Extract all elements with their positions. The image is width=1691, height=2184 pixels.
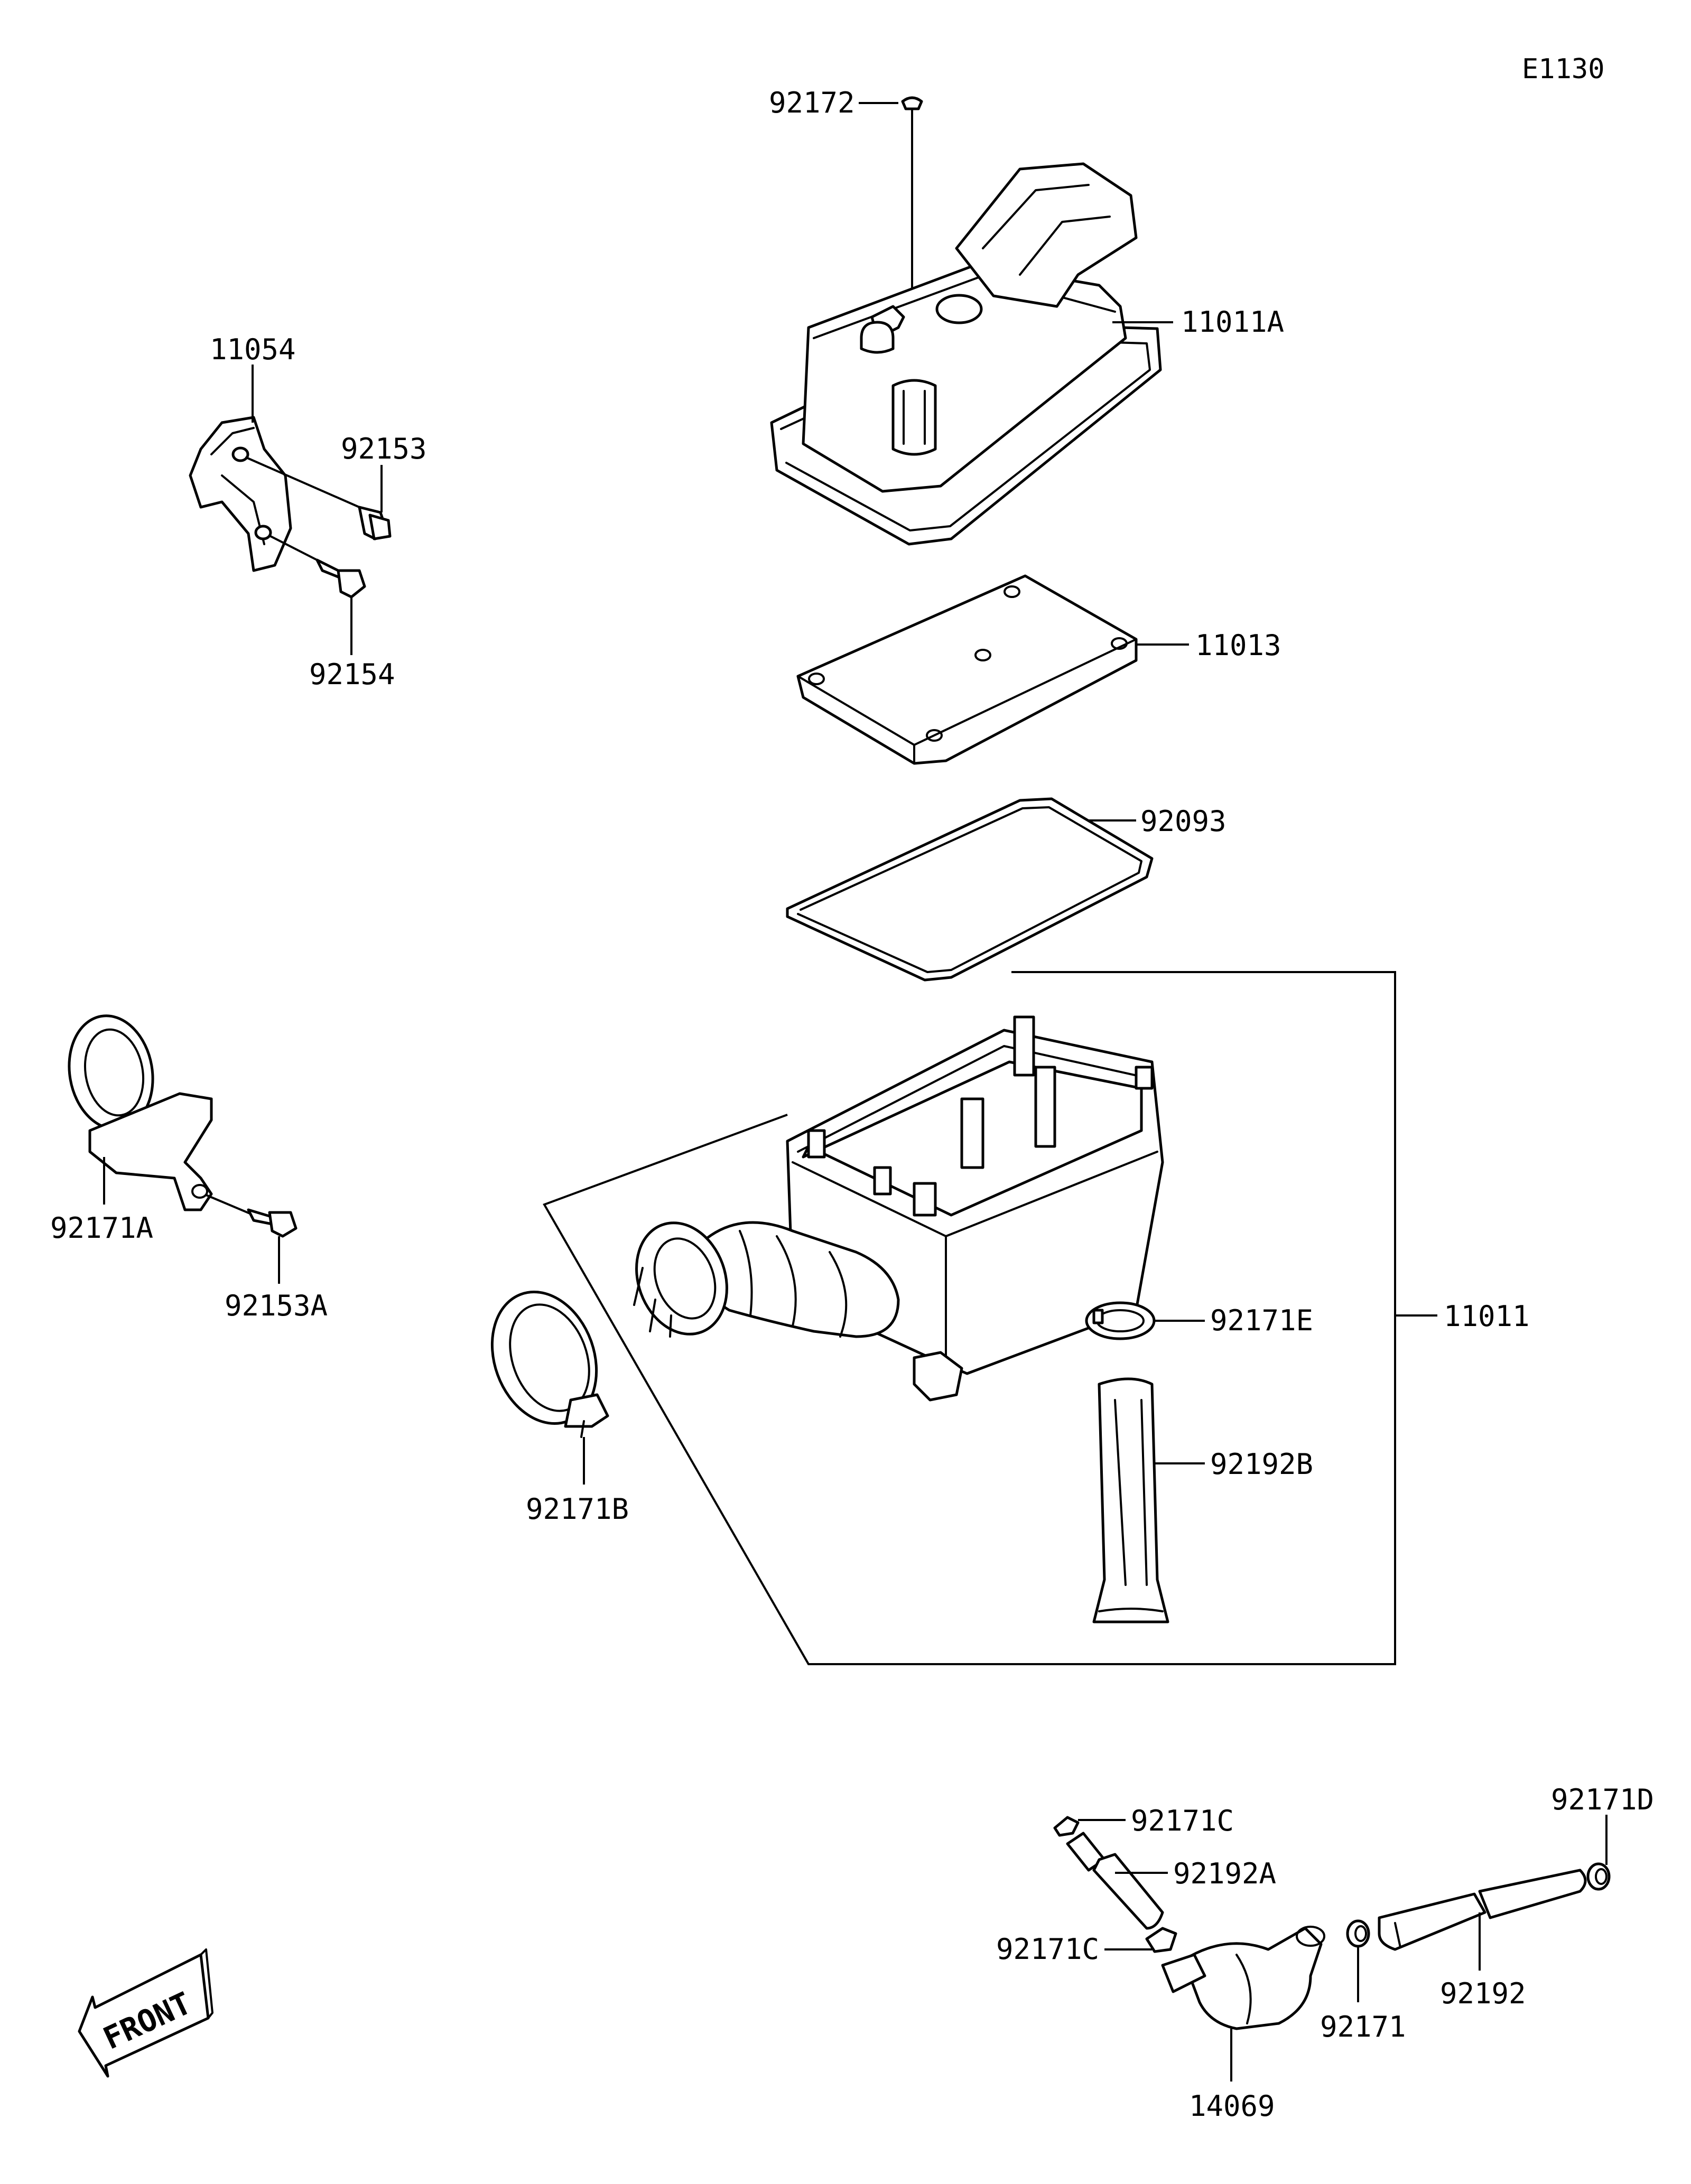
front-arrow: FRONT [78, 1948, 213, 2078]
part-labels: 92172 11011A 11054 92153 92154 11013 920… [50, 86, 1654, 2123]
label-11011[interactable]: 11011 [1444, 1300, 1530, 1333]
label-11011a[interactable]: 11011A [1181, 305, 1284, 339]
label-92153a[interactable]: 92153A [225, 1289, 328, 1322]
label-92192a[interactable]: 92192A [1173, 1857, 1276, 1890]
label-92172[interactable]: 92172 [769, 86, 855, 119]
case-11011[interactable] [786, 1015, 1164, 1402]
label-92171c-lower[interactable]: 92171C [996, 1933, 1099, 1966]
clamp-92171a[interactable] [60, 1009, 255, 1216]
label-92171[interactable]: 92171 [1320, 2010, 1406, 2043]
label-92192b[interactable]: 92192B [1210, 1448, 1313, 1481]
label-92171d[interactable]: 92171D [1551, 1783, 1654, 1816]
clip-92171c-lower[interactable] [1145, 1927, 1177, 1953]
clip-92171c-upper[interactable] [1053, 1816, 1080, 1837]
tube-92192b[interactable] [1092, 1377, 1169, 1623]
label-92153[interactable]: 92153 [341, 432, 427, 465]
leader-lines [103, 102, 1608, 2082]
label-92093[interactable]: 92093 [1140, 805, 1227, 838]
gasket-92093[interactable] [786, 797, 1154, 982]
bolt-92153a[interactable] [247, 1208, 298, 1238]
clip-92171d[interactable] [1586, 1862, 1611, 1891]
valve-14069[interactable] [1161, 1926, 1325, 2030]
bolt-92153[interactable] [358, 506, 392, 540]
inlet-duct[interactable] [621, 1210, 900, 1347]
bracket-11054[interactable] [189, 416, 360, 572]
label-11054[interactable]: 11054 [210, 333, 296, 366]
clip-92171[interactable] [1346, 1919, 1370, 1948]
cover-11011a[interactable] [770, 162, 1162, 546]
bolt-92154[interactable] [315, 558, 366, 599]
label-92171e[interactable]: 92171E [1210, 1304, 1313, 1337]
label-11013[interactable]: 11013 [1195, 629, 1281, 662]
clamp-92171e[interactable] [1085, 1301, 1156, 1340]
diagram-code: E1130 [1522, 53, 1605, 85]
label-92192[interactable]: 92192 [1440, 1977, 1526, 2010]
label-92171b[interactable]: 92171B [526, 1492, 629, 1526]
hose-92192[interactable] [1378, 1869, 1587, 1951]
clamp-92171b[interactable] [475, 1277, 614, 1439]
assembly-frame-11011 [543, 971, 1396, 1665]
label-92154[interactable]: 92154 [309, 658, 395, 691]
label-92171c-upper[interactable]: 92171C [1131, 1804, 1234, 1837]
hose-92192a[interactable] [1066, 1832, 1164, 1930]
label-92171a[interactable]: 92171A [50, 1211, 153, 1245]
label-14069[interactable]: 14069 [1189, 2089, 1275, 2123]
filter-11013[interactable] [796, 574, 1138, 765]
